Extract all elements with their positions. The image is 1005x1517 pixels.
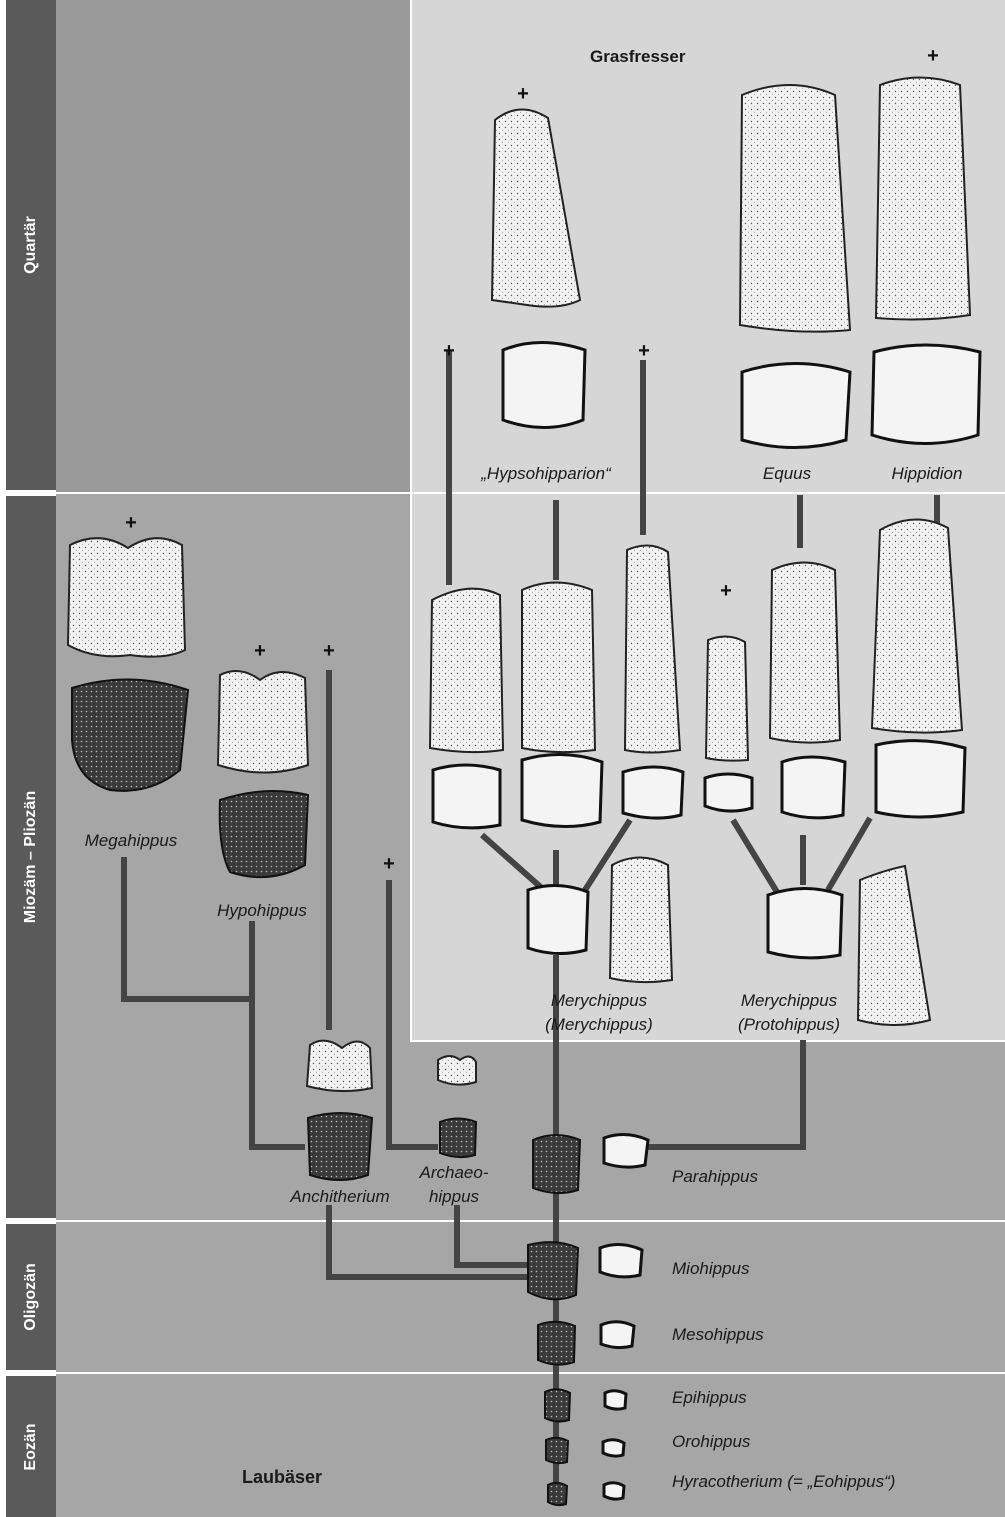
taxon-merychippus-protohippus-subgenus: (Protohippus) <box>738 1015 840 1035</box>
tooth-top-megahippus <box>72 679 188 790</box>
taxon-parahippus: Parahippus <box>672 1167 758 1187</box>
tooth-side-protohippus <box>858 866 930 1025</box>
taxon-archaeohippus-line1: Archaeo- <box>420 1163 489 1183</box>
tooth-crown-archaeohippus <box>438 1056 476 1085</box>
tooth-top-equus <box>742 364 850 448</box>
tooth-top-archaeohippus <box>440 1119 476 1158</box>
tooth-top-mesohippus-dark <box>538 1322 575 1365</box>
tooth-side-grazer-6 <box>872 519 962 732</box>
megahippus-hypohippus-connector <box>124 857 252 999</box>
taxon-hyracotherium: Hyracotherium (= „Eohippus“) <box>672 1472 895 1492</box>
tooth-top-parahippus-dark <box>533 1135 580 1193</box>
extinction-mark: + <box>927 45 939 68</box>
extinction-mark: + <box>323 640 335 663</box>
taxon-megahippus: Megahippus <box>85 831 178 851</box>
tooth-crown-anchitherium <box>307 1041 372 1091</box>
taxon-orohippus: Orohippus <box>672 1432 750 1452</box>
taxon-hypohippus: Hypohippus <box>217 901 307 921</box>
tooth-top-mesohippus <box>601 1322 634 1348</box>
grazers-label: Grasfresser <box>590 47 685 67</box>
taxon-merychippus-protohippus: Merychippus <box>741 991 837 1011</box>
taxon-hypsohipparion: „Hypsohipparion“ <box>481 464 610 484</box>
tooth-side-hippidion <box>876 78 970 320</box>
tooth-top-miohippus <box>600 1244 642 1276</box>
anchitherium-connector <box>252 999 305 1147</box>
tooth-side-grazer-1 <box>430 589 503 753</box>
tooth-side-grazer-2 <box>522 583 595 753</box>
taxon-miohippus: Miohippus <box>672 1259 750 1279</box>
tooth-side-equus <box>740 85 850 332</box>
protohippus-connector <box>648 1040 803 1147</box>
extinction-mark: + <box>443 340 455 363</box>
tooth-top-hyracotherium-dark <box>548 1483 567 1505</box>
extinction-mark: + <box>638 340 650 363</box>
tooth-top-hypohippus <box>220 791 308 877</box>
taxon-equus: Equus <box>763 464 811 484</box>
tooth-top-hippidion <box>872 345 980 444</box>
tooth-top-protohippus <box>768 889 842 958</box>
taxon-merychippus-merychippus: Merychippus <box>551 991 647 1011</box>
browsers-label: Laubäser <box>242 1467 322 1488</box>
extinction-mark: + <box>517 83 529 106</box>
archaeohippus-root-line <box>457 1205 530 1265</box>
tooth-crown-hypohippus <box>218 671 308 773</box>
tooth-top-grazer-3 <box>623 767 683 818</box>
taxon-merychippus-merychippus-subgenus: (Merychippus) <box>545 1015 653 1035</box>
tooth-top-hypsohipparion <box>503 343 585 428</box>
tooth-top-grazer-6 <box>876 741 965 817</box>
extinction-mark: + <box>125 512 137 535</box>
archaeohippus-connector <box>389 880 438 1147</box>
tooth-top-miohippus-dark <box>528 1242 578 1299</box>
tooth-top-merychippus <box>528 885 588 953</box>
tooth-top-epihippus-dark <box>545 1389 570 1421</box>
tooth-top-orohippus-dark <box>546 1438 568 1463</box>
tooth-top-grazer-2 <box>522 754 602 826</box>
taxon-mesohippus: Mesohippus <box>672 1325 764 1345</box>
tooth-top-grazer-1 <box>433 765 500 828</box>
tooth-side-hypsohipparion <box>492 109 580 306</box>
tooth-top-grazer-4 <box>705 774 752 811</box>
tooth-top-epihippus <box>605 1391 626 1409</box>
tooth-side-merychippus <box>610 858 672 983</box>
tooth-side-grazer-4 <box>706 636 748 760</box>
branch-line <box>733 820 780 897</box>
taxon-hippidion: Hippidion <box>892 464 963 484</box>
tooth-side-grazer-3 <box>625 545 680 752</box>
extinction-mark: + <box>720 580 732 603</box>
taxon-archaeohippus-line2: hippus <box>429 1187 479 1207</box>
tooth-top-anchitherium <box>308 1113 372 1180</box>
tooth-side-grazer-5 <box>770 563 840 743</box>
taxon-epihippus: Epihippus <box>672 1388 747 1408</box>
taxon-anchitherium: Anchitherium <box>290 1187 389 1207</box>
tooth-top-grazer-5 <box>782 757 845 818</box>
extinction-mark: + <box>254 640 266 663</box>
tooth-crown-megahippus <box>68 538 185 656</box>
tooth-top-orohippus <box>603 1440 624 1456</box>
tooth-top-hyracotherium <box>604 1483 624 1499</box>
tooth-top-parahippus <box>604 1134 648 1167</box>
extinction-mark: + <box>383 853 395 876</box>
